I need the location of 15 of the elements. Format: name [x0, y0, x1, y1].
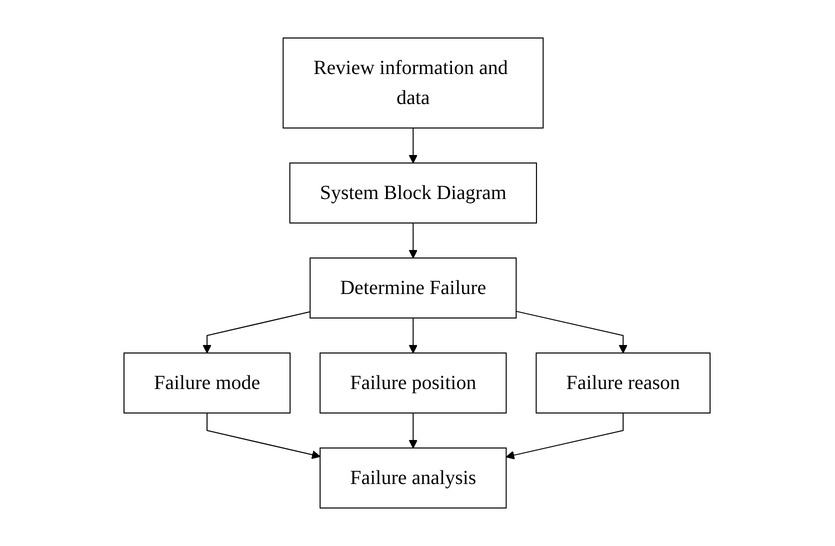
- arrow: [203, 311, 312, 354]
- arrow: [409, 318, 418, 354]
- arrow: [409, 222, 418, 258]
- node-box: Failure position: [320, 352, 508, 414]
- node-box: Failure analysis: [320, 448, 508, 508]
- node-box: Review information and data: [283, 38, 544, 128]
- arrow: [207, 412, 321, 460]
- arrow: [409, 412, 418, 448]
- arrow: [506, 412, 624, 460]
- node-box: System Block Diagram: [290, 162, 538, 224]
- node-box: Failure reason: [536, 352, 712, 414]
- arrow: [516, 310, 628, 354]
- node-box: Failure mode: [124, 352, 292, 414]
- arrow: [409, 128, 418, 164]
- node-box: Determine Failure: [310, 258, 518, 318]
